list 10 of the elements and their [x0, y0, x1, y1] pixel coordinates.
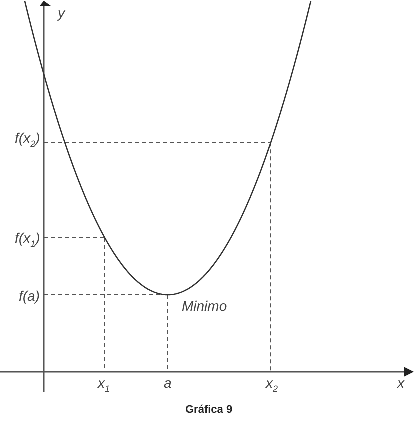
axis-label: y — [58, 6, 65, 20]
tick-label: x$_{1}$ — [98, 376, 110, 394]
tick-label: f(x$_{2}$) — [15, 131, 40, 149]
tick-label: f(a) — [19, 289, 40, 303]
caption: Gráfica 9 — [186, 405, 233, 416]
point-label: Minimo — [182, 299, 228, 313]
tick-label: f(x$_{1}$) — [15, 231, 40, 249]
tick-label: x$_{2}$ — [266, 376, 278, 394]
axis-label: x — [398, 376, 404, 390]
tick-label: a — [164, 376, 172, 390]
